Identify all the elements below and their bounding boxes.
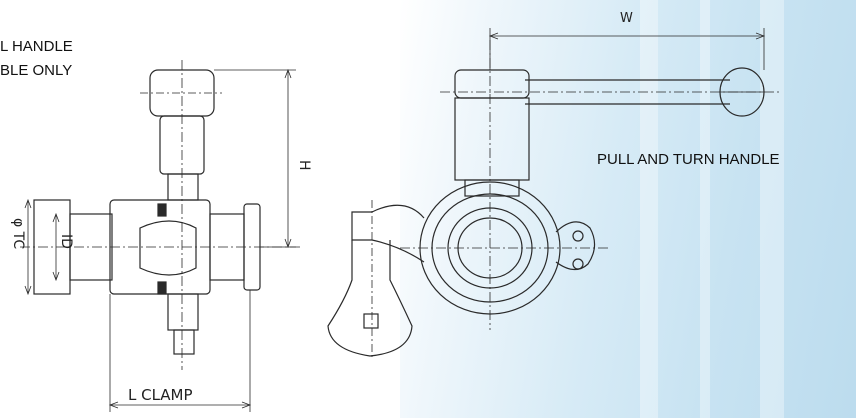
h-arrows [284,68,292,249]
id-arrows [52,212,60,282]
clamp-wingnut [327,240,413,357]
background-streak [700,0,710,418]
handle-note-line1: L HANDLE [0,38,73,55]
w-arrows [488,32,766,40]
tc-arrows [24,198,32,296]
seat-bottom [157,281,167,295]
lower-stem-end [173,329,195,355]
seat-top [157,203,167,217]
clamp-ear [555,221,596,271]
wingnut-slot [363,313,379,329]
w-label: W [620,11,633,26]
top-view [327,28,780,360]
h-label: H [296,160,312,171]
handle-note-line2: BLE ONLY [0,62,73,79]
l-clamp-label: L CLAMP [128,386,193,404]
clamp-hole-1 [572,230,584,242]
bonnet-top [454,97,530,181]
l-arrows [108,401,252,409]
stem-collar [167,173,199,201]
pull-turn-handle-label: PULL AND TURN HANDLE [597,151,780,168]
handle-lever [525,79,730,105]
handle-hub [454,69,530,99]
tc-label: φ TC [10,218,26,249]
clamp-hole-2 [572,258,584,270]
side-view [20,60,300,412]
id-label: ID [58,234,74,249]
ball [139,220,197,276]
lower-stem [167,293,199,331]
clamp-hinge [351,204,425,263]
